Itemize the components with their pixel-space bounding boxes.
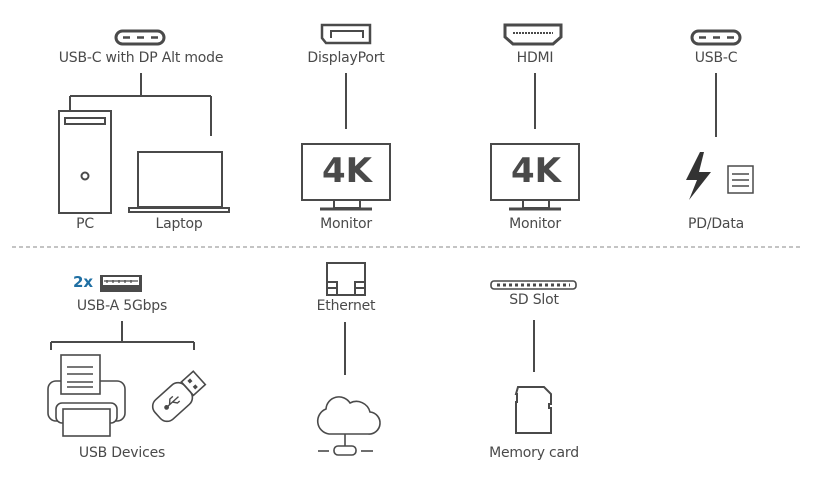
port-label-ethernet: Ethernet: [316, 298, 376, 314]
device-label-monitor: Monitor: [320, 216, 372, 232]
port-label-hdmi: HDMI: [516, 50, 554, 66]
connector-line: [50, 321, 195, 350]
sd-card-icon: [514, 386, 552, 434]
device-label-memory-card: Memory card: [489, 445, 579, 461]
lightning-icon: [686, 152, 711, 200]
device-label-pc: PC: [76, 216, 94, 232]
port-label-usb-c-dp: USB-C with DP Alt mode: [58, 50, 224, 66]
port-label-sd-slot: SD Slot: [509, 292, 559, 308]
usb-flash-drive-icon: [151, 370, 207, 423]
monitor-screen-text: 4K: [511, 151, 562, 191]
sd-slot-icon: [490, 280, 577, 290]
displayport-icon: [320, 23, 372, 45]
connector-line: [69, 73, 212, 136]
ethernet-port-icon: [326, 262, 366, 296]
device-label-usb-devices: USB Devices: [78, 445, 166, 461]
cloud-network-icon: [316, 396, 381, 456]
port-label-usb-c: USB-C: [694, 50, 738, 66]
hdmi-icon: [503, 23, 563, 46]
device-label-laptop: Laptop: [155, 216, 203, 232]
usb-c-port-icon: [690, 29, 742, 46]
laptop-icon: [128, 151, 230, 213]
port-label-usb-a: USB-A 5Gbps: [76, 298, 168, 314]
monitor-icon: [301, 143, 391, 211]
usb-c-port-icon: [114, 29, 166, 46]
pc-tower-icon: [58, 110, 112, 214]
device-label-pd-data: PD/Data: [688, 216, 744, 232]
usb-a-count-badge: 2x: [73, 273, 94, 291]
printer-icon: [47, 354, 126, 437]
monitor-screen-text: 4K: [322, 151, 373, 191]
device-label-monitor: Monitor: [509, 216, 561, 232]
monitor-icon: [490, 143, 580, 211]
port-label-displayport: DisplayPort: [307, 50, 385, 66]
document-icon: [727, 165, 754, 194]
usb-a-port-icon: [100, 275, 142, 292]
